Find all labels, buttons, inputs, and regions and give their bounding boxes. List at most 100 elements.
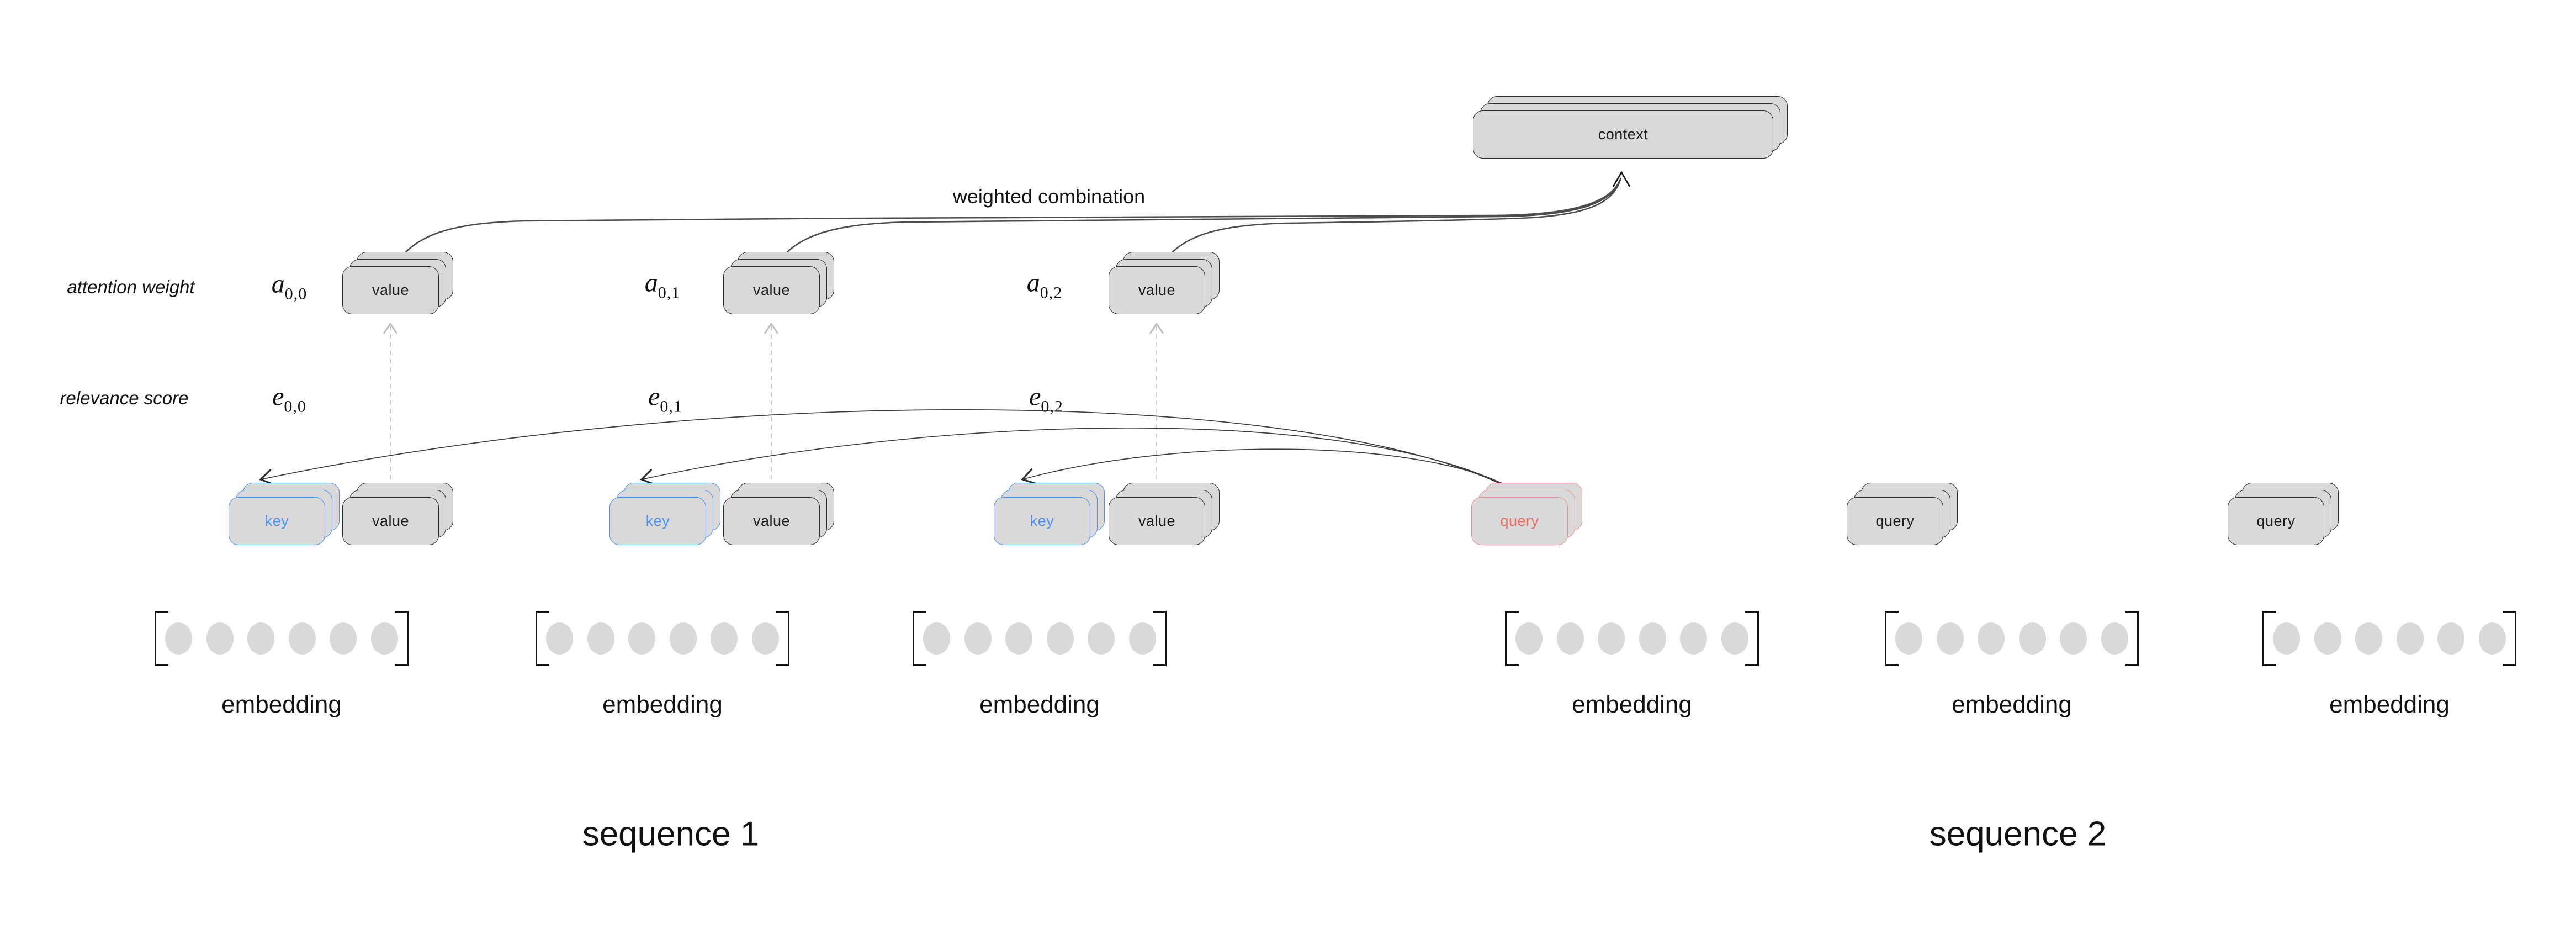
embedding-vector-4 xyxy=(1885,611,2139,666)
embedding-vector-3 xyxy=(1505,611,1759,666)
value-label: value xyxy=(372,513,410,529)
bracket-arm xyxy=(2503,611,2515,613)
card-front: query xyxy=(1847,497,1943,545)
embedding-dot xyxy=(2396,622,2424,655)
card-front: value xyxy=(342,266,439,314)
value-label: value xyxy=(1138,282,1176,298)
value-label: value xyxy=(372,282,410,298)
embedding-dot xyxy=(330,622,357,655)
embedding-vector-2 xyxy=(913,611,1167,666)
embedding-dot xyxy=(2355,622,2383,655)
query-box-gray-1: query xyxy=(2228,483,2339,545)
context-box: context xyxy=(1473,96,1788,159)
value-label: value xyxy=(752,513,791,529)
bracket-arm xyxy=(1153,664,1165,666)
attention-value-box-2: value xyxy=(1109,252,1220,314)
embedding-dot xyxy=(1721,622,1748,655)
relevance-score-symbol-2: e0,2 xyxy=(1029,382,1063,416)
embedding-dot xyxy=(2314,622,2341,655)
sequence-1-label: sequence 1 xyxy=(582,815,760,853)
query-label: query xyxy=(1875,513,1915,529)
weighted-combination-label: weighted combination xyxy=(952,185,1146,208)
value-label: value xyxy=(752,282,791,298)
embedding-caption-4: embedding xyxy=(1952,691,2072,718)
relevance-arc xyxy=(259,409,1520,494)
bracket-arm xyxy=(537,611,549,613)
sequence-2-label: sequence 2 xyxy=(1929,815,2107,853)
card-front: key xyxy=(229,497,325,545)
bracket-arm xyxy=(1507,664,1519,666)
bracket-arm xyxy=(1745,611,1757,613)
embedding-dot xyxy=(587,622,614,655)
relevance-arc xyxy=(1021,448,1520,494)
query-label: query xyxy=(1500,513,1539,529)
relevance-score-symbol-0: e0,0 xyxy=(272,382,306,416)
bracket-arm xyxy=(1153,611,1165,613)
key-label: key xyxy=(645,513,670,529)
value-label: value xyxy=(1138,513,1176,529)
relevance-score-symbol-1: e0,1 xyxy=(648,382,682,416)
embedding-dot xyxy=(1978,622,2005,655)
card-front: query xyxy=(1471,497,1568,545)
query-box-active: query xyxy=(1471,483,1582,545)
card-front: value xyxy=(1109,497,1205,545)
key-box-0: key xyxy=(229,483,340,545)
context-label: context xyxy=(1598,126,1649,143)
embedding-dot xyxy=(2101,622,2128,655)
attention-weight-symbol-2: a0,2 xyxy=(1026,268,1063,302)
embedding-dot xyxy=(2273,622,2300,655)
embedding-dot xyxy=(1598,622,1625,655)
embedding-dot xyxy=(288,622,316,655)
embedding-dot xyxy=(1005,622,1033,655)
attention-weight-row-label: attention weight xyxy=(67,277,195,297)
embedding-dot xyxy=(1128,622,1156,655)
card-front: value xyxy=(723,266,820,314)
embedding-dot xyxy=(1515,622,1543,655)
card-front: value xyxy=(723,497,820,545)
embedding-caption-1: embedding xyxy=(602,691,723,718)
embedding-dot xyxy=(1639,622,1666,655)
embedding-dot xyxy=(1046,622,1074,655)
value-box-1: value xyxy=(723,483,834,545)
relevance-score-row-label: relevance score xyxy=(60,388,189,408)
query-label: query xyxy=(2256,513,2296,529)
embedding-dot xyxy=(923,622,950,655)
weighted-combination-curve xyxy=(389,177,1622,273)
context-card: context xyxy=(1473,110,1773,159)
bracket-arm xyxy=(156,664,168,666)
weighted-combination-curve xyxy=(1156,177,1622,273)
bracket-arm xyxy=(395,611,407,613)
embedding-dot xyxy=(370,622,398,655)
embedding-dot xyxy=(206,622,234,655)
embedding-dot xyxy=(628,622,656,655)
bracket-arm xyxy=(156,611,168,613)
bracket-arm xyxy=(914,611,926,613)
embedding-dot xyxy=(2437,622,2465,655)
embedding-vector-1 xyxy=(536,611,789,666)
embedding-vector-0 xyxy=(155,611,409,666)
embedding-dot xyxy=(669,622,697,655)
embedding-dot xyxy=(1680,622,1708,655)
embedding-dot xyxy=(247,622,275,655)
embedding-dot xyxy=(711,622,738,655)
embedding-dot xyxy=(964,622,992,655)
embedding-caption-0: embedding xyxy=(221,691,342,718)
bracket-arm xyxy=(776,664,788,666)
query-box-gray-0: query xyxy=(1847,483,1958,545)
key-label: key xyxy=(1030,513,1054,529)
bracket-arm xyxy=(776,611,788,613)
attention-value-box-1: value xyxy=(723,252,834,314)
embedding-dot xyxy=(1556,622,1584,655)
attention-weight-symbol-1: a0,1 xyxy=(644,268,681,302)
bracket-arm xyxy=(914,664,926,666)
attention-value-box-0: value xyxy=(342,252,453,314)
embedding-vector-5 xyxy=(2262,611,2516,666)
bracket-arm xyxy=(2264,611,2276,613)
weighted-combination-curve xyxy=(770,177,1622,273)
bracket-arm xyxy=(1507,611,1519,613)
embedding-dot xyxy=(751,622,779,655)
bracket-arm xyxy=(2125,611,2137,613)
embedding-dot xyxy=(2060,622,2087,655)
